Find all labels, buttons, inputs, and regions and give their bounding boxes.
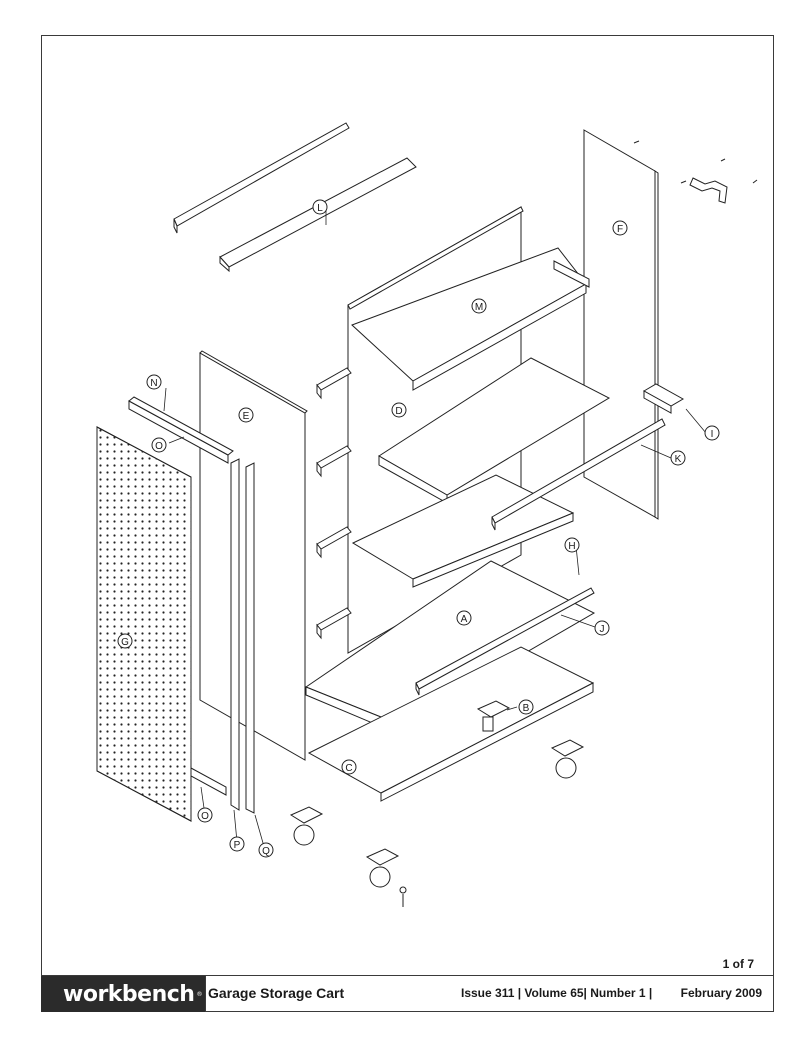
svg-text:Q: Q [262,846,270,857]
strip-part-p [230,458,240,811]
svg-text:J: J [600,624,605,635]
callout-b: B [518,699,534,715]
block-part-i [642,383,685,414]
svg-text:O: O [155,441,163,452]
callout-q: Q [258,842,274,858]
callout-l: L [312,199,328,215]
right-side-panel-part-f [583,129,659,520]
callout-d: D [391,402,407,418]
svg-text:P: P [234,840,241,851]
part-callouts: L F M N E D O I K G H A J B C O P Q [117,199,720,858]
svg-text:L: L [317,203,323,214]
svg-text:F: F [617,224,623,235]
caster-wheels [289,700,585,907]
svg-text:D: D [395,406,402,417]
top-shelf-part-l [219,157,417,273]
callout-f: F [612,220,628,236]
callout-o-top: O [151,437,167,453]
callout-k: K [670,450,686,466]
page-border [41,35,774,1012]
middle-shelf-part [378,357,611,504]
callout-h: H [564,537,580,553]
svg-text:B: B [523,703,530,714]
svg-text:N: N [150,378,157,389]
callout-i: I [704,425,720,441]
svg-text:I: I [711,429,714,440]
svg-text:H: H [568,541,575,552]
exploded-assembly-drawing: L F M N E D O I K G H A J B C O P Q [96,122,758,907]
bracket-hardware [633,140,758,204]
callout-n: N [146,374,162,390]
svg-text:E: E [243,411,250,422]
callout-g: G [117,633,133,649]
callout-e: E [238,407,254,423]
lower-shelf-part [351,474,575,588]
shelf-part-m [351,247,590,391]
rail-part-k [491,418,666,531]
svg-text:O: O [201,811,209,822]
brand-logo: workbench® [41,976,205,1012]
svg-text:K: K [675,454,682,465]
issue-info: Issue 311 | Volume 65| Number 1 | [461,986,653,1000]
document-title: Garage Storage Cart [208,985,345,1001]
brand-name: workbench [63,981,195,1007]
footer-divider [205,976,206,1012]
pegboard-part-g [96,426,192,822]
svg-text:C: C [345,763,352,774]
shelf-cleats [316,367,352,640]
strip-part-q [245,462,255,814]
callout-j: J [594,620,610,636]
base-frame-part-c [307,646,595,802]
issue-date: February 2009 [680,986,762,1000]
top-rail-part [173,122,350,234]
page-number: 1 of 7 [722,957,754,971]
callout-m: M [471,298,487,314]
svg-text:M: M [475,302,483,313]
footer-bar: workbench® Garage Storage Cart Issue 311… [41,975,774,1012]
callout-c: C [341,759,357,775]
svg-text:A: A [461,614,468,625]
frame-part-n [128,396,234,464]
callout-o-bottom: O [197,807,213,823]
brand-registered-mark: ® [196,990,202,998]
callout-a: A [456,610,472,626]
bottom-strip-part-o [190,767,227,796]
svg-text:G: G [121,637,129,648]
callout-p: P [229,836,245,852]
